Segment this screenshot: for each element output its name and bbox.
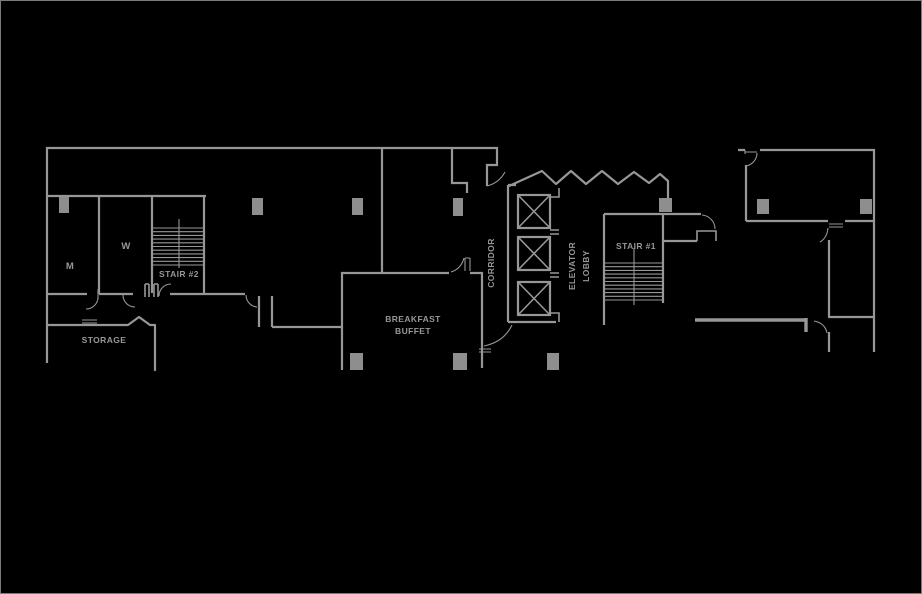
vestibule-door-swing xyxy=(122,294,136,308)
breakfast-buffet-label-line1: BREAKFAST xyxy=(385,314,441,324)
right-room-south-door-swing xyxy=(819,227,829,243)
wall-right-room xyxy=(744,165,874,223)
stair-1-label: STAIR #1 xyxy=(616,241,656,251)
corridor-south-door-swing xyxy=(483,324,513,347)
elevator-cab-1 xyxy=(516,193,552,230)
column xyxy=(547,353,559,370)
column xyxy=(453,353,467,370)
right-room-door-jambs xyxy=(744,150,843,228)
column xyxy=(453,198,463,216)
wall-top-right-and-right xyxy=(738,148,876,352)
cab-outline xyxy=(516,193,552,230)
column xyxy=(59,197,69,213)
elevator-lobby-label-line1: ELEVATOR xyxy=(567,242,577,290)
stair1-door-jamb xyxy=(696,230,717,241)
stair-2-label: STAIR #2 xyxy=(159,269,199,279)
shaft-door-stubs xyxy=(550,188,560,322)
elevator-cab-3 xyxy=(516,280,552,317)
wall-stair1 xyxy=(602,212,701,325)
elevator-cab-2 xyxy=(516,235,552,272)
wall-left-and-top xyxy=(45,146,499,363)
break-line-squiggle xyxy=(507,169,670,200)
stair2-door-swing xyxy=(158,283,172,297)
column xyxy=(757,199,769,214)
wall-passage-stub xyxy=(257,296,342,329)
breakfast-buffet-walls xyxy=(340,257,491,370)
column xyxy=(860,199,872,214)
breakfast-door-jamb xyxy=(464,257,471,271)
mid-right-door-swing xyxy=(813,320,828,334)
elevator-lobby-label-line2: LOBBY xyxy=(581,250,591,282)
cab-outline xyxy=(516,235,552,272)
columns xyxy=(59,197,872,370)
column xyxy=(659,198,672,212)
right-room-door-swing xyxy=(744,152,758,167)
breakfast-buffet-label-line2: BUFFET xyxy=(395,326,431,336)
shaft-walls xyxy=(506,183,556,324)
exterior-walls xyxy=(45,146,876,363)
wall-storage xyxy=(45,315,157,372)
stair1-lobby-door-swing xyxy=(701,214,716,230)
cab-x-mark xyxy=(517,194,551,229)
right-room-walls xyxy=(695,150,874,352)
storage-door-jamb xyxy=(82,319,97,324)
column xyxy=(252,198,263,215)
breakfast-door-swing xyxy=(450,257,465,273)
wall-mid-right xyxy=(827,240,874,352)
stair-2-details xyxy=(144,219,203,297)
womens-room-label: W xyxy=(121,241,130,252)
storage-door-swing xyxy=(85,289,99,310)
stair-1-walls xyxy=(602,212,717,325)
column xyxy=(350,353,363,370)
stair2-double-door-leaves xyxy=(144,283,159,297)
corridor-north-door-swing xyxy=(486,171,506,187)
corridor-south-jamb xyxy=(479,348,491,368)
column xyxy=(352,198,363,215)
door-swings xyxy=(85,152,829,347)
storage-label: STORAGE xyxy=(82,335,127,345)
mens-room-label: M xyxy=(66,261,74,272)
lounge-door-swing xyxy=(245,294,258,308)
storage-walls xyxy=(45,315,157,372)
lounge-passage-walls xyxy=(257,148,384,329)
cab-outline xyxy=(516,280,552,317)
wall-mid-right-south xyxy=(695,318,808,332)
wall-corridor-jog xyxy=(450,148,469,193)
stair2-treads xyxy=(153,227,203,266)
cab-x-mark xyxy=(517,236,551,271)
wall-breakfast xyxy=(340,271,484,370)
cab-x-mark xyxy=(517,281,551,316)
elevator-shaft xyxy=(506,183,560,324)
restroom-block-walls xyxy=(47,194,245,296)
corridor-label: CORRIDOR xyxy=(486,238,496,287)
room-labels: M W STAIR #2 STORAGE BREAKFAST BUFFET CO… xyxy=(66,238,656,345)
